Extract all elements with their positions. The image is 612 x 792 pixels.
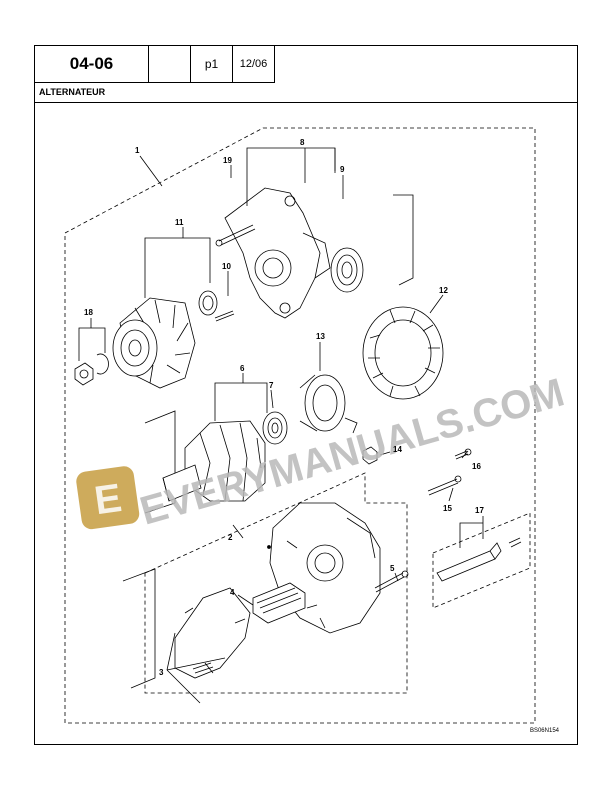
callout-6: 6: [240, 364, 245, 373]
callout-3: 3: [159, 668, 164, 677]
title-row: ALTERNATEUR: [35, 82, 577, 103]
callout-5: 5: [390, 564, 395, 573]
callout-15: 15: [443, 504, 452, 513]
callout-18: 18: [84, 308, 93, 317]
callout-8: 8: [300, 138, 305, 147]
callout-16: 16: [472, 462, 481, 471]
alternator-exploded-view: E EVERYMANUALS.COM 1 2 3 4 5 6 7 8 9 10 …: [64, 127, 569, 724]
callout-9: 9: [340, 165, 345, 174]
callout-10: 10: [222, 262, 231, 271]
callout-2: 2: [228, 533, 233, 542]
callout-13: 13: [316, 332, 325, 341]
callout-4: 4: [230, 588, 235, 597]
callout-12: 12: [439, 286, 448, 295]
revision-date: 12/06: [233, 46, 275, 82]
callout-11: 11: [175, 218, 184, 227]
watermark-logo-letter: E: [92, 476, 125, 523]
header-row: 04-06 p1 12/06: [35, 46, 275, 83]
figure-reference: BS06N154: [529, 728, 559, 734]
callout-19: 19: [223, 156, 232, 165]
exploded-diagram: E EVERYMANUALS.COM 1 2 3 4 5 6 7 8 9 10 …: [35, 103, 577, 744]
page-number: p1: [191, 46, 233, 82]
callout-7: 7: [269, 381, 274, 390]
blank-cell: [149, 46, 191, 82]
callout-1: 1: [135, 146, 140, 155]
page-title: ALTERNATEUR: [39, 87, 106, 97]
section-number: 04-06: [35, 46, 149, 82]
callout-17: 17: [475, 506, 484, 515]
callout-14: 14: [393, 445, 402, 454]
parts-sheet: 04-06 p1 12/06 ALTERNATEUR: [34, 45, 578, 745]
